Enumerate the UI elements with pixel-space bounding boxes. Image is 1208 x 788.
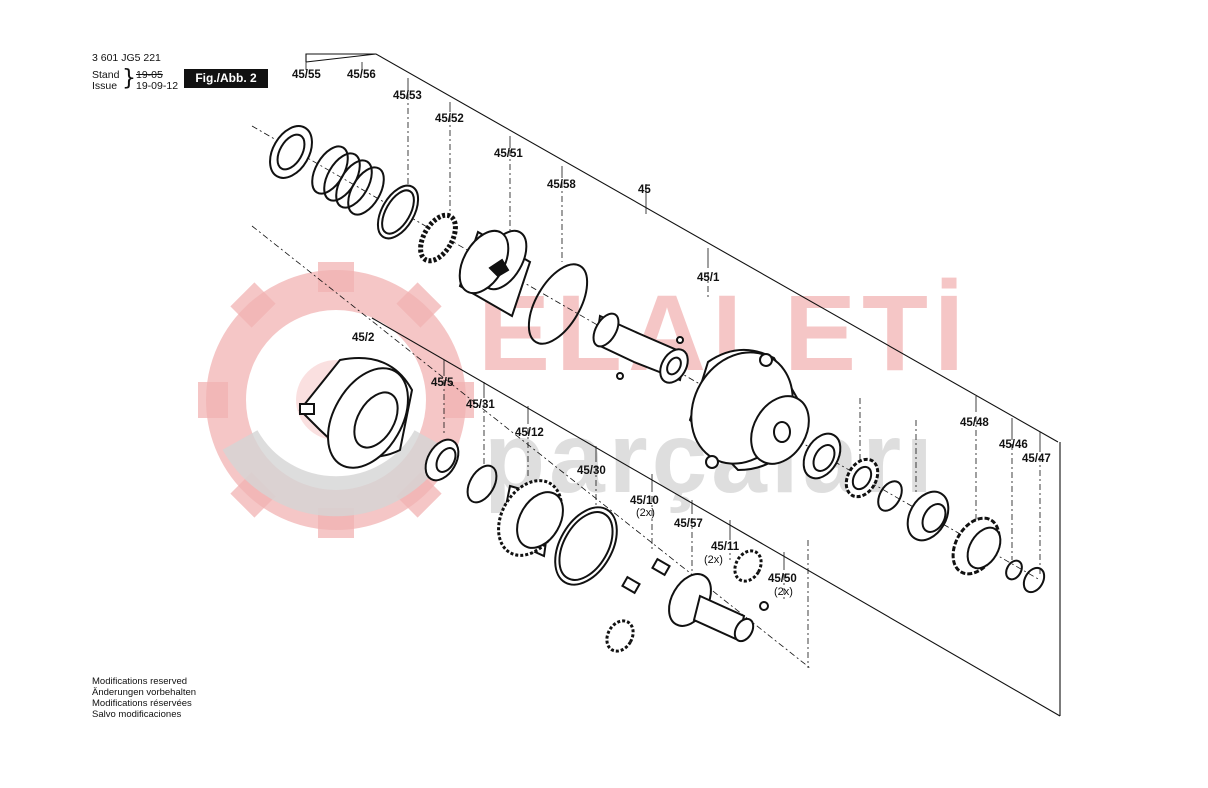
bearing-small-part <box>424 438 460 482</box>
issue-date: 19-09-12 <box>136 80 179 92</box>
note-line: Salvo modificaciones <box>92 709 182 720</box>
part-label: 45/31 <box>466 399 495 411</box>
circlip-part <box>1022 566 1046 594</box>
part-label: 45/57 <box>674 518 703 530</box>
planet-gear-part <box>605 549 763 653</box>
spindle-shaft-part <box>592 312 689 384</box>
part-label: 45/2 <box>352 332 374 344</box>
leader-lines <box>305 53 1061 717</box>
part-label: 45/5 <box>431 377 454 389</box>
ring-gear-part <box>497 479 564 558</box>
part-label: 45/58 <box>547 179 576 191</box>
part-labels: 45/55 45/56 45/53 45/52 45/51 45/58 45 4… <box>292 69 1051 598</box>
part-label: 45/12 <box>515 427 544 439</box>
part-label: 45/48 <box>960 417 989 429</box>
bearing-part <box>906 490 950 542</box>
output-shaft-part <box>668 573 755 643</box>
figure-badge: Fig./Abb. 2 <box>184 69 268 88</box>
part-label: 45/11 <box>711 541 740 553</box>
modifications-notice: Modifications reserved Änderungen vorbeh… <box>92 676 196 720</box>
disc-washer-part <box>554 506 618 586</box>
threaded-ring-part <box>951 516 1002 576</box>
nut-part <box>802 432 842 480</box>
part-drops <box>305 62 1041 570</box>
part-label: 45/46 <box>999 439 1028 451</box>
gear-housing-part <box>688 348 810 472</box>
brace-icon: } <box>122 66 136 91</box>
part-label: 45 <box>638 184 651 196</box>
spring-part <box>311 145 385 216</box>
o-ring-part <box>527 263 589 345</box>
upper-assembly <box>269 125 1046 594</box>
part-label: 45/53 <box>393 90 422 102</box>
document-number: 3 601 JG5 221 <box>92 52 161 64</box>
ring-small-part <box>466 464 498 504</box>
snap-ring-part <box>877 480 903 512</box>
part-label: 45/50 <box>768 573 797 585</box>
threaded-bushing-part <box>844 457 880 499</box>
center-axes <box>251 94 1041 669</box>
note-line: Modifications reserved <box>92 676 188 687</box>
part-quantity: (2x) <box>774 586 793 598</box>
part-label: 45/10 <box>630 495 659 507</box>
seal-ring-part <box>269 125 313 179</box>
stand-date: 19-05 <box>136 69 163 81</box>
stand-label: Stand <box>92 69 120 81</box>
pin-part <box>621 557 671 595</box>
part-label: 45/1 <box>697 272 720 284</box>
washer-part <box>376 184 420 240</box>
note-line: Modifications réservées <box>92 698 192 709</box>
part-label: 45/30 <box>577 465 606 477</box>
small-ring-part <box>1005 559 1023 581</box>
lower-assembly <box>298 357 769 653</box>
part-label: 45/56 <box>347 69 376 81</box>
part-quantity: (2x) <box>704 554 723 566</box>
part-label: 45/47 <box>1022 453 1051 465</box>
part-label: 45/51 <box>494 148 523 160</box>
planet-carrier-housing-part <box>298 357 414 469</box>
ball-ring-part <box>418 212 458 264</box>
part-label: 45/52 <box>435 113 464 125</box>
issue-label: Issue <box>92 80 118 92</box>
clutch-cylinder-part <box>458 229 532 318</box>
part-label: 45/55 <box>292 69 321 81</box>
part-quantity: (2x) <box>636 507 655 519</box>
note-line: Änderungen vorbehalten <box>92 687 197 698</box>
ball-part <box>759 601 769 611</box>
